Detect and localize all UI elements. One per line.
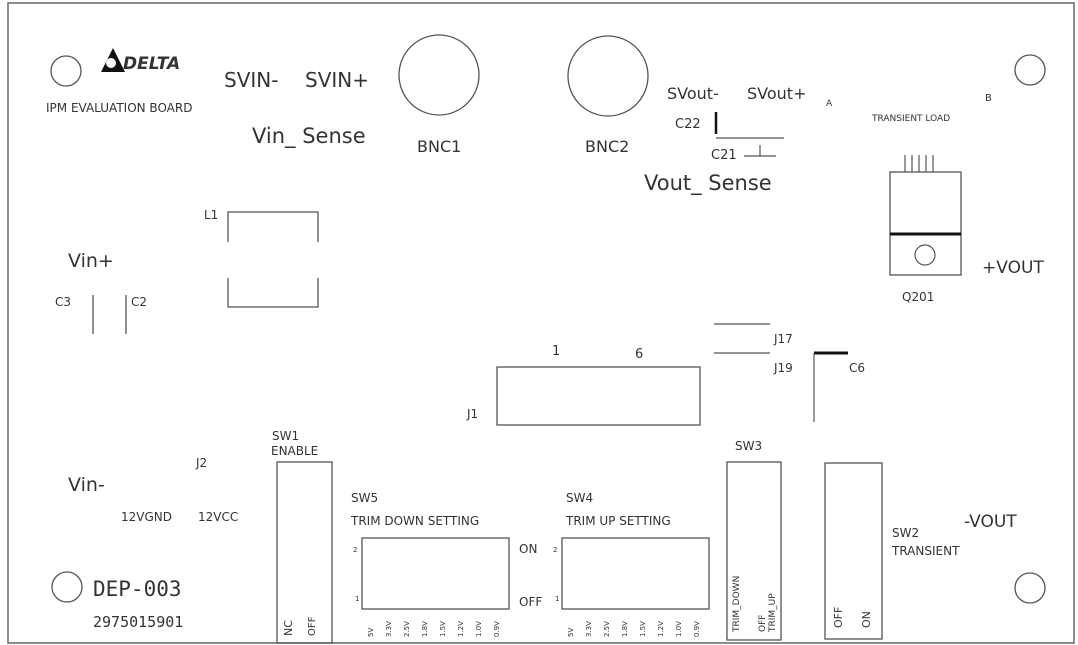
sw2-outline (824, 462, 883, 640)
board-outline (7, 2, 1075, 644)
j1-label: J1 (466, 407, 478, 421)
j19-label: J19 (773, 361, 793, 375)
sw5-pin1: 1 (355, 595, 359, 603)
sw4-outline (561, 537, 710, 610)
sw2-label: SW2 (892, 526, 919, 540)
sw4-voltage-labels: 5V 3.3V 2.5V 1.8V 1.5V 1.2V 1.0V 0.9V (567, 621, 701, 637)
mounting-hole-top-right (1014, 54, 1046, 86)
sw5-voltage-labels: 5V 3.3V 2.5V 1.8V 1.5V 1.2V 1.0V 0.9V (367, 621, 501, 637)
c6-label: C6 (849, 361, 865, 375)
sw2-on-label: ON (860, 611, 873, 628)
svout-plus-label: SVout+ (747, 84, 806, 103)
part-number: DEP-003 (93, 577, 182, 601)
sw4-voltage-label: 3.3V (585, 621, 593, 637)
sw3-trim-down-label: TRIM_DOWN (732, 576, 742, 633)
sw5-voltage-label: 1.0V (475, 621, 483, 637)
sw4-pin2: 2 (553, 546, 557, 554)
sw4-label: SW4 (566, 491, 593, 505)
c21-label: C21 (711, 148, 737, 163)
sw4-voltage-label: 2.5V (603, 621, 611, 637)
sw5-label: SW5 (351, 491, 378, 505)
q201-label: Q201 (902, 290, 934, 304)
c3-label: C3 (55, 295, 71, 309)
sw1-label: SW1 (272, 429, 299, 443)
transient-load-label: TRANSIENT LOAD (871, 114, 950, 124)
sw1-nc-label: NC (282, 620, 295, 636)
sw5-voltage-label: 1.5V (439, 621, 447, 637)
sw4-voltage-label: 1.0V (675, 621, 683, 637)
sw2-off-label: OFF (832, 607, 845, 628)
bnc1-label: BNC1 (417, 137, 461, 156)
on-label: ON (519, 542, 537, 556)
vout-sense-label: Vout_ Sense (644, 171, 772, 196)
marker-b: B (985, 93, 992, 104)
svout-minus-label: SVout- (667, 84, 719, 103)
bnc1-outline (398, 34, 480, 116)
j1-pin6-label: 6 (635, 347, 643, 362)
vin-plus-label: Vin+ (68, 250, 114, 272)
sw2-desc: TRANSIENT (891, 544, 960, 558)
sw5-voltage-label: 5V (367, 628, 375, 637)
j1-pin1-label: 1 (552, 344, 560, 359)
serial-number: 2975015901 (93, 613, 183, 631)
board-title: IPM EVALUATION BOARD (46, 101, 192, 115)
svg-text:DELTA: DELTA (123, 54, 180, 74)
l1-outline-bottom (227, 278, 319, 308)
c22-label: C22 (675, 117, 701, 132)
q201-footprint (889, 155, 962, 276)
sw5-voltage-label: 3.3V (385, 621, 393, 637)
sw1-desc: ENABLE (271, 444, 318, 458)
sw5-outline (361, 537, 510, 610)
l1-outline-top (227, 211, 319, 242)
sw4-voltage-label: 1.8V (621, 621, 629, 637)
vout-plus-label: +VOUT (982, 258, 1044, 278)
sw3-outline (726, 461, 782, 641)
l1-label: L1 (204, 208, 218, 222)
sw1-outline (276, 461, 333, 644)
bnc2-outline (567, 35, 649, 117)
j2-label: J2 (195, 456, 207, 470)
marker-a: A (826, 99, 833, 109)
vout-minus-label: -VOUT (964, 512, 1017, 532)
sw4-voltage-label: 0.9V (693, 621, 701, 637)
sw1-off-label: OFF (307, 616, 318, 636)
delta-logo: DELTA (101, 48, 180, 74)
12vgnd-label: 12VGND (121, 510, 172, 524)
mounting-hole-top-left (50, 55, 82, 87)
c2-label: C2 (131, 295, 147, 309)
off-label: OFF (519, 595, 542, 609)
j17-label: J17 (773, 332, 793, 346)
12vcc-label: 12VCC (198, 510, 238, 524)
sw5-desc: TRIM DOWN SETTING (350, 514, 479, 528)
sw4-voltage-label: 1.2V (657, 621, 665, 637)
vin-minus-label: Vin- (68, 474, 105, 496)
mounting-hole-bottom-left (51, 571, 83, 603)
sw5-voltage-label: 1.2V (457, 621, 465, 637)
sw5-pin2: 2 (353, 546, 357, 554)
bnc2-label: BNC2 (585, 137, 629, 156)
j1-outline (496, 366, 701, 426)
sw4-desc: TRIM UP SETTING (565, 514, 671, 528)
sw5-voltage-label: 2.5V (403, 621, 411, 637)
vin-sense-label: Vin_ Sense (252, 124, 366, 149)
sw4-voltage-label: 1.5V (639, 621, 647, 637)
sw3-trim-up-label: TRIM_UP (768, 593, 778, 633)
sw4-pin1: 1 (555, 595, 559, 603)
sw4-voltage-label: 5V (567, 628, 575, 637)
sw3-label: SW3 (735, 439, 762, 453)
sw3-off-label: OFF (758, 615, 768, 632)
svin-plus-label: SVIN+ (305, 68, 369, 92)
mounting-hole-bottom-right (1014, 572, 1046, 604)
svin-minus-label: SVIN- (224, 68, 278, 92)
sw5-voltage-label: 1.8V (421, 621, 429, 637)
sw5-voltage-label: 0.9V (493, 621, 501, 637)
